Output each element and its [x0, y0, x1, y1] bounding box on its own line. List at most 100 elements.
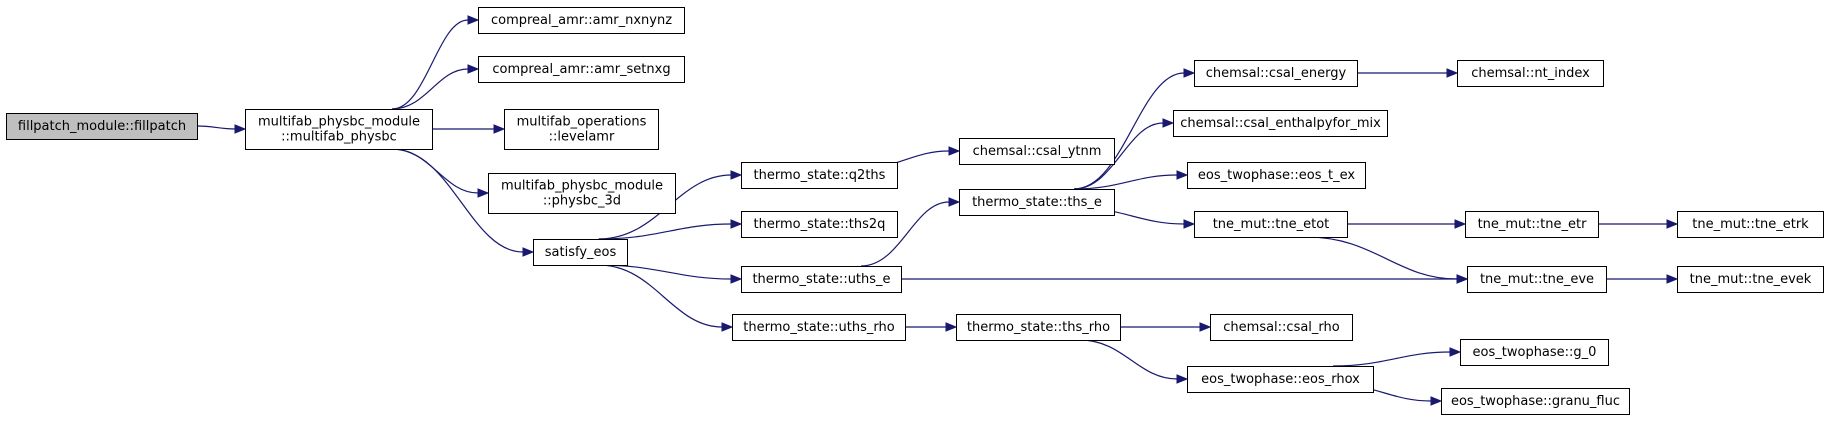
- node-eos-t-ex[interactable]: eos_twophase::eos_t_ex: [1187, 162, 1366, 189]
- node-box: [1460, 339, 1609, 366]
- node-tne-etrk[interactable]: tne_mut::tne_etrk: [1677, 211, 1824, 238]
- node-ths2q[interactable]: thermo_state::ths2q: [741, 211, 898, 238]
- node-label: tne_mut::tne_etr: [1478, 217, 1588, 232]
- edge-ths-e-to-eos-t-ex: [1073, 174, 1178, 190]
- node-box: [478, 56, 685, 83]
- arrowhead: [948, 146, 961, 156]
- arrowhead: [945, 322, 958, 332]
- node-box: [1187, 162, 1366, 189]
- node-box: [1194, 60, 1358, 87]
- node-box: [533, 239, 628, 266]
- edge-satisfy-eos-to-uths-rho: [598, 264, 723, 328]
- edge-eos-rhox-to-g-0: [1332, 351, 1451, 367]
- node-label: compreal_amr::amr_nxnynz: [491, 13, 672, 28]
- arrowhead: [1183, 68, 1196, 78]
- node-tne-etot[interactable]: tne_mut::tne_etot: [1194, 211, 1348, 238]
- node-label: chemsal::nt_index: [1471, 66, 1590, 81]
- node-label: ::levelamr: [549, 130, 615, 145]
- node-satisfy-eos[interactable]: satisfy_eos: [533, 239, 628, 266]
- arrowhead: [522, 247, 535, 257]
- edge-ths-e-to-csal-energy: [1073, 72, 1185, 190]
- node-label: multifab_operations: [517, 115, 647, 130]
- node-tne-etr[interactable]: tne_mut::tne_etr: [1465, 211, 1599, 238]
- arrowhead: [477, 188, 490, 198]
- node-box: [1210, 314, 1353, 341]
- node-uths-e[interactable]: thermo_state::uths_e: [741, 266, 902, 293]
- node-box: [956, 314, 1121, 341]
- node-ths-e[interactable]: thermo_state::ths_e: [959, 189, 1115, 216]
- node-label: chemsal::csal_rho: [1223, 320, 1340, 335]
- node-box: [1677, 211, 1824, 238]
- arrowhead: [493, 124, 506, 134]
- node-label: fillpatch_module::fillpatch: [18, 119, 186, 134]
- arrowhead: [1449, 347, 1462, 357]
- node-box: [1173, 110, 1388, 137]
- arrowhead: [730, 274, 743, 284]
- node-box: [504, 109, 659, 150]
- node-granu-fluc[interactable]: eos_twophase::granu_fluc: [1441, 388, 1630, 415]
- node-box: [478, 7, 685, 34]
- arrowhead: [730, 219, 743, 229]
- node-label: tne_mut::tne_evek: [1690, 272, 1812, 287]
- node-g-0[interactable]: eos_twophase::g_0: [1460, 339, 1609, 366]
- node-label: thermo_state::uths_e: [752, 272, 890, 287]
- node-label: tne_mut::tne_etrk: [1692, 217, 1809, 232]
- node-box: [741, 266, 902, 293]
- node-box: [1194, 211, 1348, 238]
- node-box: [741, 211, 898, 238]
- edge-satisfy-eos-to-ths2q: [598, 223, 732, 240]
- edge-multifab-physbc-to-satisfy-eos: [391, 148, 524, 253]
- arrowhead: [1176, 374, 1189, 384]
- node-amr-setnxg[interactable]: compreal_amr::amr_setnxg: [478, 56, 685, 83]
- edge-fillpatch-to-multifab-physbc: [196, 125, 236, 130]
- arrowhead: [721, 322, 734, 332]
- arrowhead: [730, 170, 743, 180]
- node-label: chemsal::csal_ytnm: [973, 144, 1102, 159]
- node-uths-rho[interactable]: thermo_state::uths_rho: [732, 314, 906, 341]
- node-label: thermo_state::uths_rho: [743, 320, 894, 335]
- node-physbc-3d[interactable]: multifab_physbc_module::physbc_3d: [488, 173, 676, 214]
- node-box: [1465, 211, 1599, 238]
- arrowhead: [467, 15, 480, 25]
- node-tne-evek[interactable]: tne_mut::tne_evek: [1677, 266, 1824, 293]
- node-csal-enthalpy[interactable]: chemsal::csal_enthalpyfor_mix: [1173, 110, 1388, 137]
- node-levelamr[interactable]: multifab_operations::levelamr: [504, 109, 659, 150]
- node-label: chemsal::csal_enthalpyfor_mix: [1180, 116, 1381, 131]
- arrowhead: [1666, 274, 1679, 284]
- edge-uths-e-to-ths-e: [860, 201, 950, 267]
- node-label: ::multifab_physbc: [281, 130, 397, 145]
- node-amr-nxnynz[interactable]: compreal_amr::amr_nxnynz: [478, 7, 685, 34]
- node-box: [1677, 266, 1824, 293]
- edge-tne-etot-to-tne-eve: [1306, 236, 1458, 280]
- node-multifab-physbc[interactable]: multifab_physbc_module::multifab_physbc: [245, 109, 433, 150]
- node-label: eos_twophase::eos_rhox: [1201, 372, 1360, 387]
- node-box: [6, 113, 198, 140]
- node-csal-energy[interactable]: chemsal::csal_energy: [1194, 60, 1358, 87]
- node-csal-rho[interactable]: chemsal::csal_rho: [1210, 314, 1353, 341]
- node-q2ths[interactable]: thermo_state::q2ths: [741, 162, 898, 189]
- node-label: multifab_physbc_module: [258, 115, 420, 130]
- node-box: [741, 162, 898, 189]
- node-nt-index[interactable]: chemsal::nt_index: [1457, 60, 1604, 87]
- arrowhead: [1454, 219, 1467, 229]
- node-fillpatch[interactable]: fillpatch_module::fillpatch: [6, 113, 198, 140]
- node-tne-eve[interactable]: tne_mut::tne_eve: [1467, 266, 1607, 293]
- node-ths-rho[interactable]: thermo_state::ths_rho: [956, 314, 1121, 341]
- node-label: thermo_state::ths_e: [972, 195, 1102, 210]
- node-box: [1467, 266, 1607, 293]
- edge-ths-rho-to-eos-rhox: [1079, 339, 1178, 380]
- node-label: thermo_state::q2ths: [754, 168, 886, 183]
- node-label: thermo_state::ths2q: [754, 217, 886, 232]
- node-box: [245, 109, 433, 150]
- edge-multifab-physbc-to-amr-nxnynz: [391, 19, 469, 110]
- node-csal-ytnm[interactable]: chemsal::csal_ytnm: [959, 138, 1115, 165]
- edge-ths-e-to-csal-enthalpy: [1073, 122, 1164, 190]
- edge-multifab-physbc-to-physbc-3d: [391, 148, 479, 194]
- node-eos-rhox[interactable]: eos_twophase::eos_rhox: [1187, 366, 1374, 393]
- node-box: [1187, 366, 1374, 393]
- node-label: tne_mut::tne_eve: [1480, 272, 1594, 287]
- node-box: [1441, 388, 1630, 415]
- node-box: [959, 138, 1115, 165]
